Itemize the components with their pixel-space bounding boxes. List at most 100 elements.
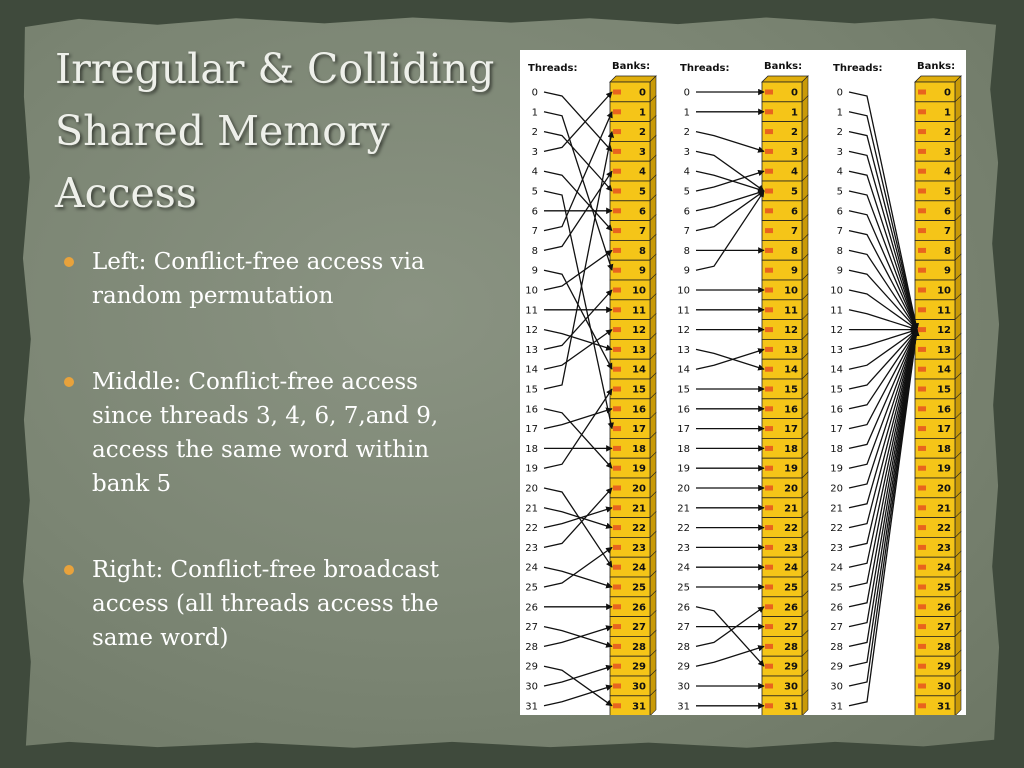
bank-number: 24 <box>784 563 798 574</box>
bank-cell-marker <box>918 703 926 709</box>
bank-number: 30 <box>632 682 646 693</box>
thread-number: 13 <box>525 345 538 356</box>
bank-number: 19 <box>632 464 646 475</box>
access-arrow <box>848 328 919 568</box>
bank-cell-marker <box>613 445 621 451</box>
thread-number: 24 <box>525 563 538 574</box>
bank-number: 8 <box>944 246 951 257</box>
bank-cell-marker <box>765 386 773 392</box>
access-arrow <box>848 328 920 588</box>
bank-number: 6 <box>791 206 798 217</box>
access-arrow <box>543 625 613 648</box>
bank-number: 20 <box>784 484 798 495</box>
bank-number: 27 <box>784 622 798 633</box>
bank-cell-marker <box>918 643 926 649</box>
thread-number: 0 <box>837 88 843 99</box>
bank-cell-marker <box>918 346 926 352</box>
thread-number: 21 <box>830 503 843 514</box>
bank-number: 14 <box>632 365 646 376</box>
slide-title: Irregular & Colliding Shared Memory Acce… <box>55 38 515 224</box>
bank-access-svg: Threads:Banks:00112233445566778899101011… <box>525 61 962 715</box>
bank-number: 24 <box>632 563 646 574</box>
bank-cell-marker <box>613 109 621 115</box>
bank-number: 1 <box>944 107 951 118</box>
thread-number: 9 <box>837 266 843 277</box>
access-arrow <box>848 329 918 370</box>
thread-number: 20 <box>830 484 843 495</box>
access-arrow <box>543 190 614 430</box>
access-arrow <box>543 625 613 648</box>
bank-number: 22 <box>784 523 798 534</box>
bank-number: 9 <box>791 266 798 277</box>
bank-cell-marker <box>765 584 773 590</box>
bank-number: 22 <box>632 523 646 534</box>
bank-number: 8 <box>791 246 798 257</box>
bank-cell-marker <box>918 465 926 471</box>
bank-cell-marker <box>613 168 621 174</box>
thread-number: 15 <box>830 385 843 396</box>
access-arrow <box>543 329 613 370</box>
thread-number: 0 <box>684 88 690 99</box>
thread-number: 3 <box>532 147 538 158</box>
access-arrow <box>848 329 918 390</box>
bank-number: 2 <box>639 127 646 138</box>
bank-number: 29 <box>632 662 646 673</box>
access-arrow <box>848 329 918 450</box>
thread-number: 25 <box>677 583 690 594</box>
thread-number: 11 <box>525 305 538 316</box>
bank-number: 9 <box>639 266 646 277</box>
thread-number: 4 <box>684 167 690 178</box>
bank-column-top <box>914 75 962 83</box>
bank-number: 10 <box>784 286 798 297</box>
access-arrow <box>695 190 765 232</box>
thread-number: 23 <box>525 543 538 554</box>
thread-number: 26 <box>830 602 843 613</box>
access-arrow <box>695 150 765 192</box>
bank-number: 7 <box>639 226 646 237</box>
thread-number: 3 <box>837 147 843 158</box>
bank-number: 29 <box>784 662 798 673</box>
thread-number: 30 <box>830 682 843 693</box>
bank-cell-marker <box>613 129 621 135</box>
bank-number: 3 <box>944 147 951 158</box>
access-arrow <box>848 328 920 628</box>
bank-cell-marker <box>765 564 773 570</box>
bank-number: 12 <box>632 325 646 336</box>
bank-cell-marker <box>765 168 773 174</box>
bank-cell-marker <box>613 307 621 313</box>
bank-cell-marker <box>918 188 926 194</box>
bank-number: 15 <box>784 385 798 396</box>
access-arrow <box>543 269 613 370</box>
bank-cell-marker <box>918 426 926 432</box>
bank-cell-marker <box>613 406 621 412</box>
bank-number: 4 <box>791 167 798 178</box>
bank-cell-marker <box>765 703 773 709</box>
bank-column-top <box>761 75 809 83</box>
access-arrow <box>695 606 765 667</box>
thread-number: 1 <box>837 107 843 118</box>
bank-number: 26 <box>632 602 646 613</box>
thread-number: 14 <box>677 365 690 376</box>
thread-number: 9 <box>684 266 690 277</box>
bank-cell-marker <box>918 148 926 154</box>
access-arrow <box>543 487 613 568</box>
bank-cell-marker <box>613 663 621 669</box>
bank-cell-marker <box>613 327 621 333</box>
access-arrow <box>848 328 919 549</box>
thread-number: 29 <box>830 662 843 673</box>
bank-number: 7 <box>944 226 951 237</box>
thread-number: 9 <box>532 266 538 277</box>
access-arrow <box>543 507 613 529</box>
bank-cell-marker <box>613 683 621 689</box>
bank-number: 16 <box>784 404 798 415</box>
bank-number: 9 <box>944 266 951 277</box>
access-arrow <box>848 210 918 331</box>
bank-cell-marker <box>918 406 926 412</box>
bank-number: 28 <box>632 642 646 653</box>
access-arrow <box>695 606 765 648</box>
bank-cell-marker <box>613 505 621 511</box>
threads-header: Threads: <box>833 63 883 74</box>
thread-number: 17 <box>830 424 843 435</box>
access-arrow <box>848 328 920 707</box>
bank-cell-marker <box>918 485 926 491</box>
